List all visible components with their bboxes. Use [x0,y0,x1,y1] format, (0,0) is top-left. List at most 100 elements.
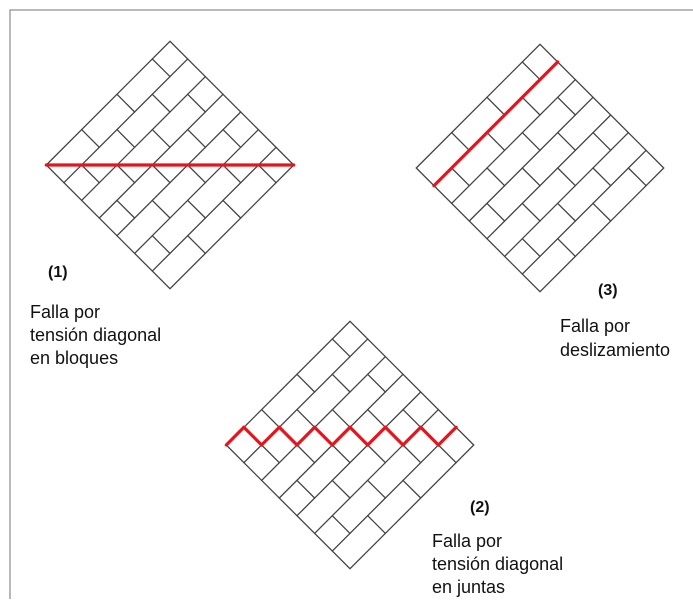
panel-2-caption-line-1: Falla por [432,531,503,551]
crack-line [383,425,405,447]
head-joint [521,131,541,151]
crack-line [419,425,440,447]
head-joint [260,444,280,464]
crack-line [277,425,299,447]
head-joint [296,408,316,428]
panel-1-caption-line-2: tensión diagonal [30,325,162,345]
bed-joint [468,96,594,222]
head-joint [402,408,422,428]
head-joint [257,164,277,184]
head-joint [592,167,612,187]
bed-joint [260,355,387,482]
panel-1-caption-line-3: en bloques [30,348,119,368]
head-joint [116,128,136,148]
head-joint [116,93,136,113]
head-joint [367,408,387,428]
crack-line [432,60,560,188]
bed-joint [80,75,207,202]
crack-line [348,425,370,447]
crack-line [366,425,387,447]
head-joint [592,131,612,151]
panel-3-caption-line-1: Falla por [560,316,631,336]
head-joint [331,338,351,358]
head-joint [116,199,136,219]
head-joint [521,202,541,222]
head-joint [367,373,387,393]
head-joint [187,164,207,184]
crack-line [224,425,246,447]
bed-joint [116,111,242,237]
crack-line [330,425,352,447]
head-joint [151,58,171,78]
bed-joint [486,114,612,240]
wall-outline [415,43,665,293]
crack-line [313,425,334,447]
panel-1-number: (1) [48,264,68,281]
panel-1-caption-line-1: Falla por [30,302,101,322]
head-joint [331,515,351,535]
head-joint [557,167,577,187]
head-joint [151,128,171,148]
head-joint [367,444,387,464]
head-joint [486,131,506,151]
crack-line [436,425,458,447]
head-joint [260,408,280,428]
head-joint [222,164,242,184]
panel-2-number: (2) [470,499,490,516]
head-joint [486,96,506,116]
bed-joint [98,93,224,219]
head-joint [450,167,470,187]
bed-joint [450,78,577,205]
head-joint [187,199,207,219]
head-joint [151,93,171,113]
head-joint [296,444,316,464]
head-joint [437,444,457,464]
head-joint [296,373,316,393]
panel-3-number: (3) [598,282,618,299]
panel-3-caption-line-2: deslizamiento [560,340,671,360]
head-joint [486,202,506,222]
wall-outline [225,320,475,570]
head-joint [402,479,422,499]
head-joint [187,235,207,255]
head-joint [557,96,577,116]
head-joint [80,128,100,148]
head-joint [331,444,351,464]
head-joint [367,515,387,535]
bed-joint [296,391,422,517]
crack-line [295,425,317,447]
bed-joint [521,149,647,275]
head-joint [331,408,351,428]
head-joint [486,167,506,187]
bed-joint [151,146,277,272]
head-joint [557,131,577,151]
head-joint [592,202,612,222]
head-joint [296,479,316,499]
head-joint [151,235,171,255]
head-joint [557,202,577,222]
head-joint [80,164,100,184]
head-joint [521,238,541,258]
head-joint [402,444,422,464]
head-joint [557,238,577,258]
head-joint [367,479,387,499]
head-joint [521,96,541,116]
head-joint [151,164,171,184]
head-joint [222,199,242,219]
head-joint [187,128,207,148]
head-joint [521,61,541,81]
head-joint [627,167,647,187]
head-joint [450,131,470,151]
panel-3-brick-wall [415,43,665,293]
figure-frame [9,9,693,604]
head-joint [331,373,351,393]
head-joint [187,93,207,113]
crack-line [401,425,423,447]
crack-line [260,425,281,447]
panel-2-brick-wall [224,320,475,570]
head-joint [151,199,171,219]
head-joint [222,128,242,148]
bed-joint [63,58,189,184]
